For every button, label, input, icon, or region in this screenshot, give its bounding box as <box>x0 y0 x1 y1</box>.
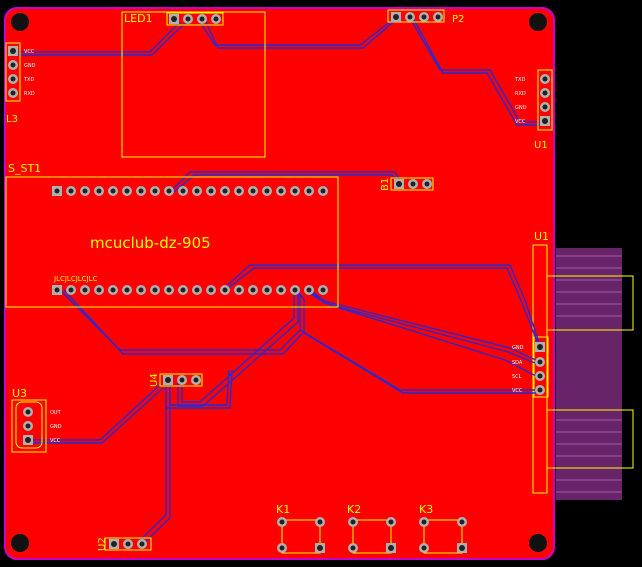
u1-pin-2: SDA <box>512 360 523 366</box>
u2-ref: U2 <box>97 537 108 551</box>
p2-ref: P2 <box>452 14 464 25</box>
u1-connector: U1 GND SDA SCL VCC <box>512 230 549 395</box>
s-st1-top-pin-row <box>52 186 328 196</box>
pin-hole <box>208 188 214 194</box>
k3-ref: K3 <box>419 503 433 516</box>
pin-hole <box>236 287 242 293</box>
pin-hole <box>110 188 116 194</box>
pin-hole <box>152 287 158 293</box>
u3-pin-2: GND <box>50 424 62 430</box>
b1-component: B1 <box>380 177 434 191</box>
pin-hole <box>194 188 200 194</box>
u1-pin-4: VCC <box>512 388 523 394</box>
u1-ref: U1 <box>534 230 549 243</box>
pin-hole <box>264 287 270 293</box>
pin-hole <box>152 188 158 194</box>
u3-component: U3 OUT GND VCC <box>11 387 62 453</box>
u3-pin-3: VCC <box>50 438 61 444</box>
u3-pin-1: OUT <box>50 410 62 416</box>
pin-hole <box>54 188 60 194</box>
l3-component: VCC GND TXD RXD L3 <box>5 42 36 125</box>
u1-connector-body <box>532 244 634 500</box>
l3-pin-2: GND <box>24 63 36 69</box>
pin-hole <box>96 287 102 293</box>
pin-hole <box>222 188 228 194</box>
pin-hole <box>54 287 60 293</box>
s-st1-bottom-label: JLCJLCJLCJLC <box>53 275 98 283</box>
pin-hole <box>82 188 88 194</box>
s-st1-bottom-pin-row <box>52 285 328 295</box>
u1-side-header: TXD RXD GND VCC U1 <box>514 69 553 151</box>
pin-hole <box>278 188 284 194</box>
pin-hole <box>320 188 326 194</box>
p2-component: P2 <box>387 9 464 25</box>
pin-hole <box>138 188 144 194</box>
l3-pin-3: TXD <box>23 77 34 83</box>
s-st1-module: S_ST1 mcuclub-dz-905 JLCJLCJLCJLC <box>5 162 339 308</box>
led1-component: LED1 <box>121 11 266 158</box>
k1-button: K1 <box>276 503 325 554</box>
pin-hole <box>124 188 130 194</box>
u1-side-pin-2: RXD <box>515 91 526 97</box>
pin-hole <box>194 287 200 293</box>
pin-hole <box>180 287 186 293</box>
led1-ref: LED1 <box>124 12 153 25</box>
u1-pin-1: GND <box>512 345 524 351</box>
pin-hole <box>306 188 312 194</box>
pin-hole <box>320 287 326 293</box>
u3-ref: U3 <box>12 387 27 400</box>
board-title: mcuclub-dz-905 <box>90 234 211 252</box>
u4-ref: U4 <box>149 373 160 387</box>
k2-button: K2 <box>347 503 396 554</box>
pin-hole <box>208 287 214 293</box>
pin-hole <box>166 188 172 194</box>
pin-hole <box>236 188 242 194</box>
pin-hole <box>264 188 270 194</box>
u1-side-pin-1: TXD <box>514 77 525 83</box>
b1-ref: B1 <box>380 178 391 191</box>
pin-hole <box>166 287 172 293</box>
pin-hole <box>278 287 284 293</box>
pin-hole <box>96 188 102 194</box>
s-st1-ref: S_ST1 <box>8 162 41 175</box>
pin-hole <box>138 287 144 293</box>
u1-side-ref: U1 <box>534 140 548 151</box>
u1-pin-3: SCL <box>512 374 522 380</box>
u4-component: U4 <box>149 373 203 387</box>
u2-component: U2 <box>97 537 152 551</box>
pin-hole <box>68 287 74 293</box>
pin-hole <box>68 188 74 194</box>
pin-hole <box>292 287 298 293</box>
pin-hole <box>292 188 298 194</box>
board-outline <box>4 7 555 560</box>
pin-hole <box>124 287 130 293</box>
l3-pin-1: VCC <box>24 49 35 55</box>
k2-ref: K2 <box>347 503 361 516</box>
mounting-holes <box>11 13 547 552</box>
pin-hole <box>82 287 88 293</box>
l3-pin-4: RXD <box>24 91 35 97</box>
u1-side-pin-4: VCC <box>515 119 526 125</box>
l3-ref: L3 <box>6 114 18 125</box>
pin-hole <box>250 287 256 293</box>
pin-hole <box>110 287 116 293</box>
pin-hole <box>180 188 186 194</box>
pin-hole <box>222 287 228 293</box>
k3-button: K3 <box>419 503 467 554</box>
led1-pads <box>169 14 221 24</box>
pin-hole <box>306 287 312 293</box>
k1-ref: K1 <box>276 503 290 516</box>
u1-side-pin-3: GND <box>515 105 527 111</box>
pin-hole <box>250 188 256 194</box>
